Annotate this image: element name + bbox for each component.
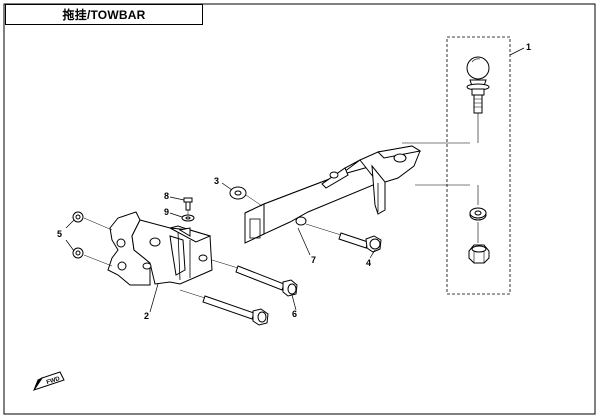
alignment-lines bbox=[402, 113, 479, 243]
small-bolt bbox=[183, 197, 193, 211]
page-title: 拖挂/TOWBAR bbox=[62, 8, 146, 22]
callout-7: 7 bbox=[311, 255, 317, 265]
fwd-arrow-icon: FWD bbox=[32, 371, 65, 391]
callout-6: 6 bbox=[292, 309, 298, 319]
callout-9: 9 bbox=[164, 207, 170, 217]
hitch-ball-group-box bbox=[446, 36, 511, 295]
callout-5: 5 bbox=[57, 229, 63, 239]
callout-3: 3 bbox=[214, 176, 220, 186]
bracket-alignment-lines bbox=[83, 194, 342, 299]
towbar-tube bbox=[244, 145, 422, 244]
page-border bbox=[3, 3, 596, 415]
callout-4: 4 bbox=[366, 258, 372, 268]
bolt-short bbox=[338, 232, 382, 253]
mounting-bracket bbox=[107, 211, 213, 286]
long-bolt-lower bbox=[202, 295, 269, 326]
hitch-ball bbox=[466, 56, 490, 114]
small-washer bbox=[181, 214, 195, 222]
hex-nut bbox=[468, 244, 490, 264]
washer-lower bbox=[72, 247, 84, 259]
flat-washer bbox=[229, 186, 247, 200]
callout-1: 1 bbox=[526, 42, 532, 52]
callout-2: 2 bbox=[144, 311, 150, 321]
title-box: 拖挂/TOWBAR bbox=[5, 4, 203, 25]
washer-upper bbox=[72, 211, 84, 223]
long-bolt-upper bbox=[235, 265, 298, 297]
lock-washer bbox=[469, 207, 487, 221]
callout-8: 8 bbox=[164, 191, 170, 201]
fwd-label: FWD bbox=[46, 376, 61, 386]
leader-lines bbox=[65, 47, 525, 313]
